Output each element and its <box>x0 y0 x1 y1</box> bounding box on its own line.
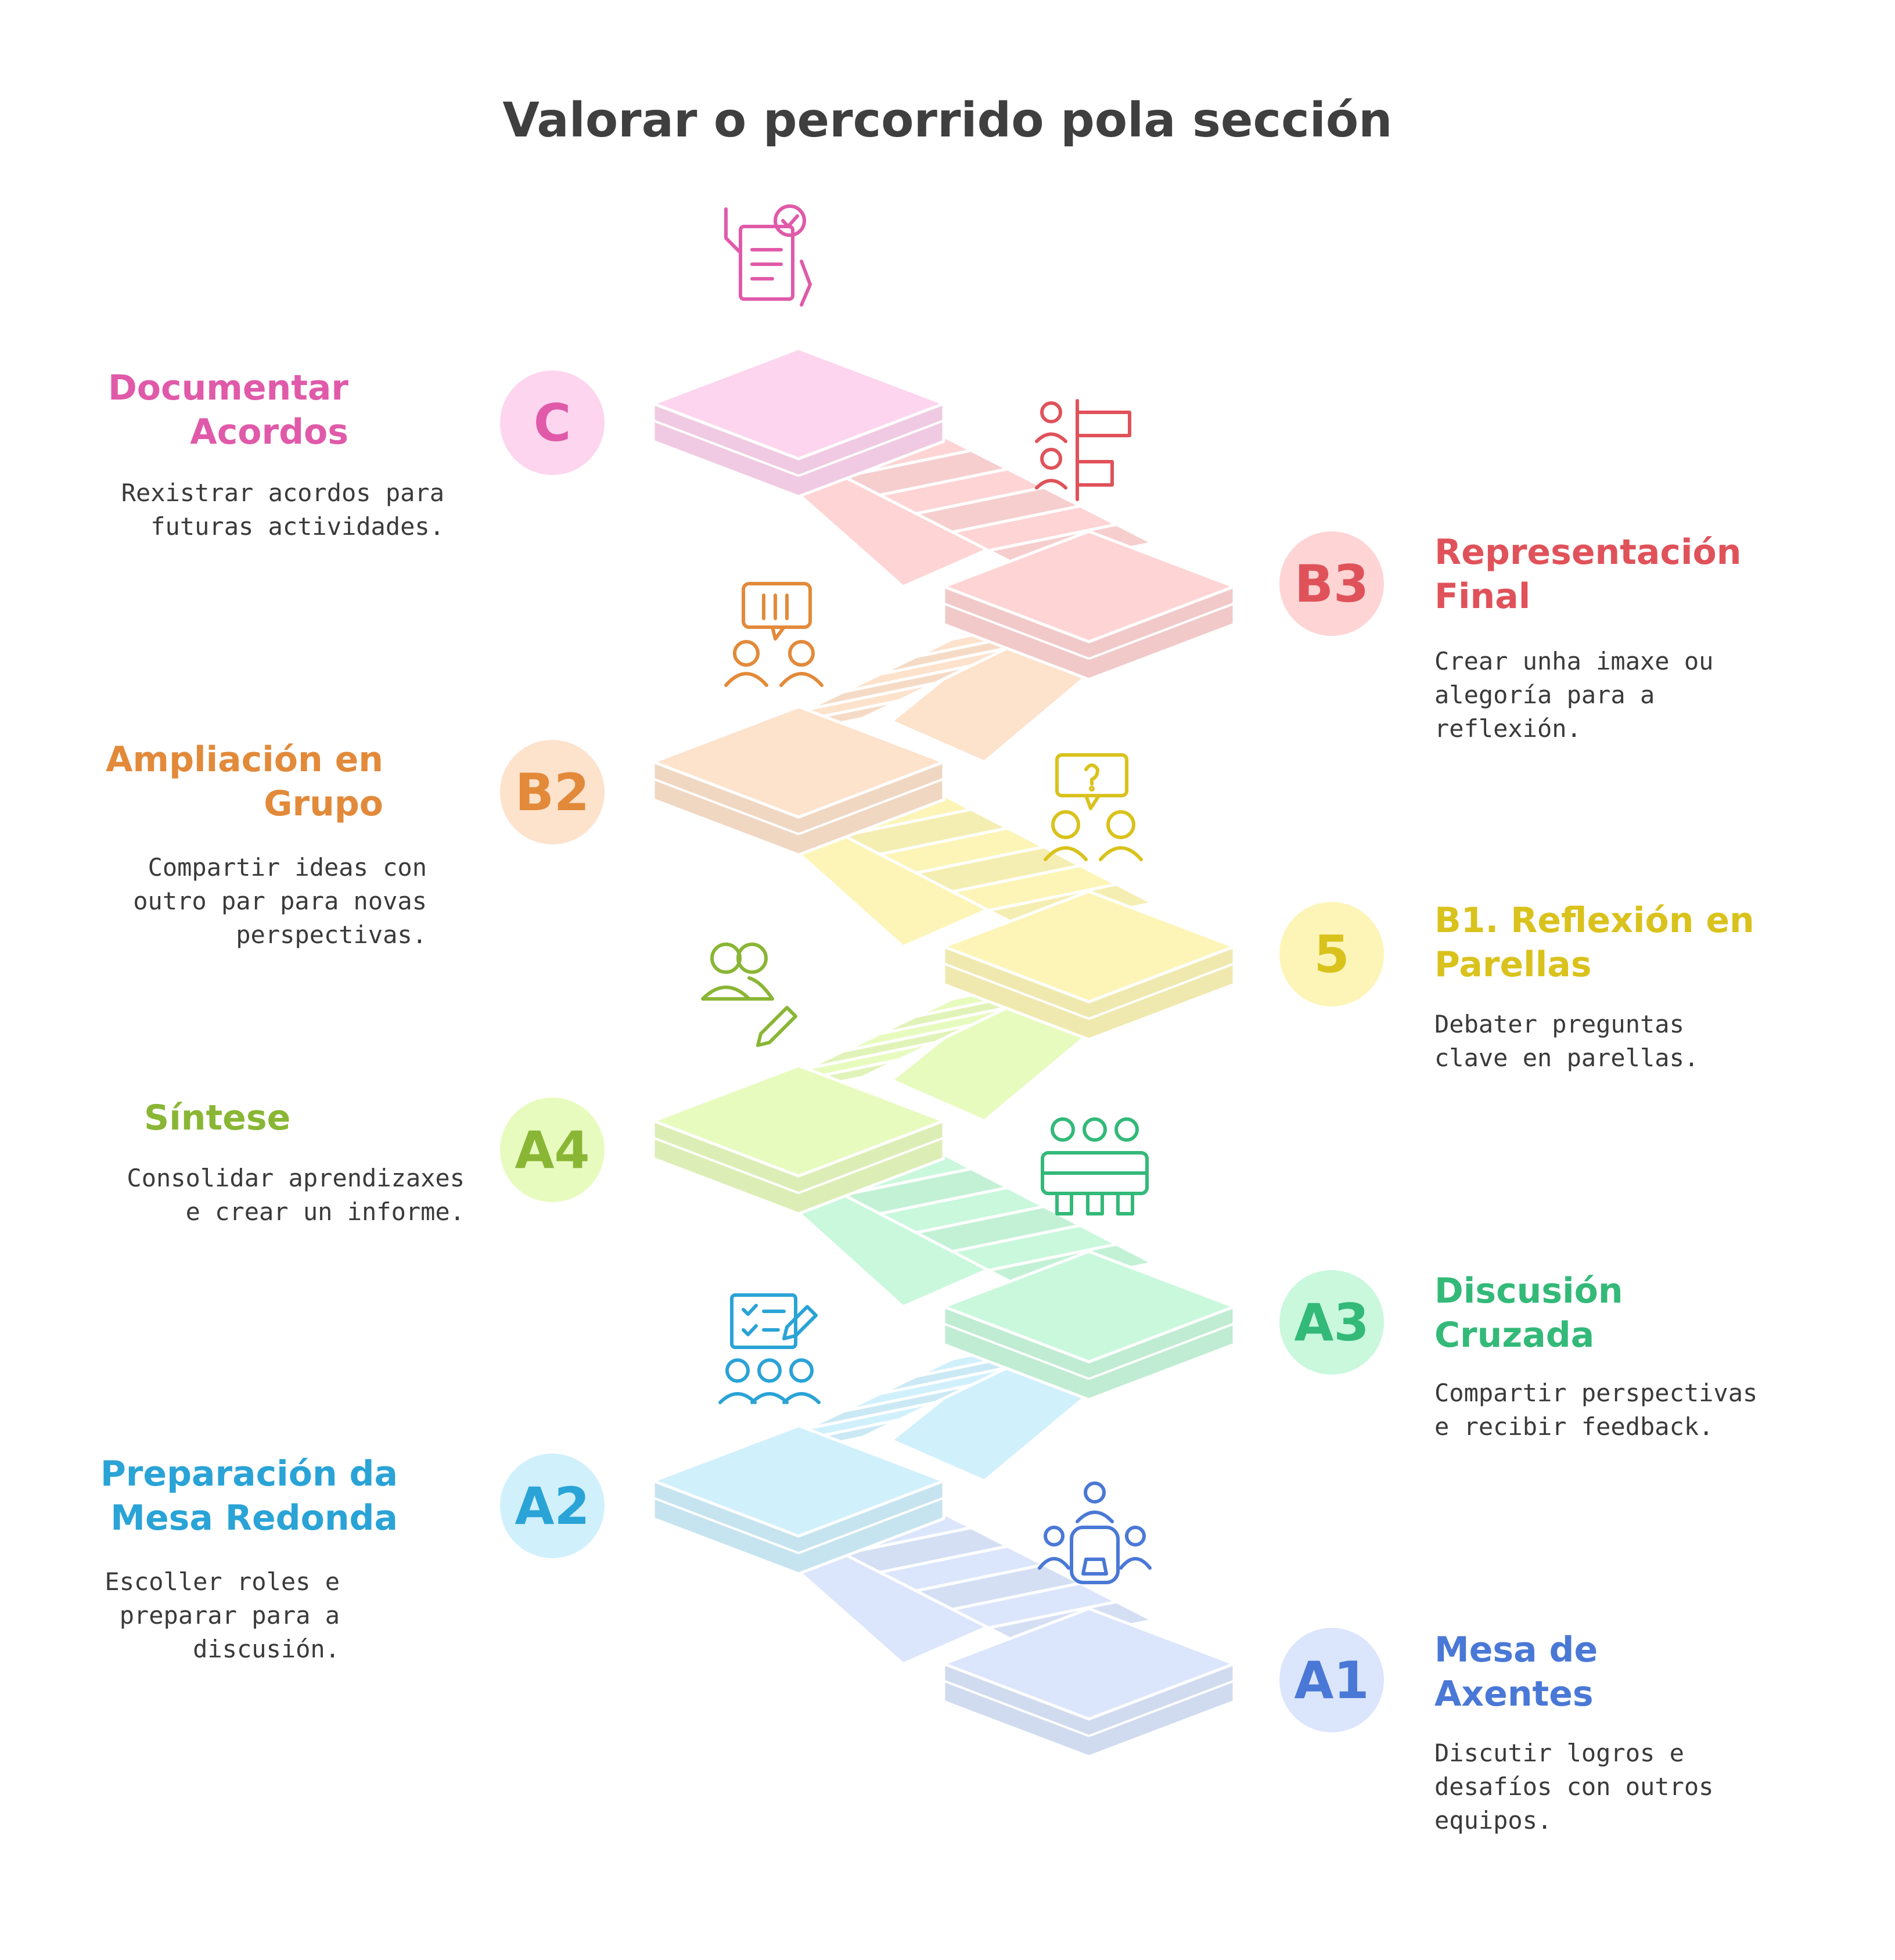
step-badge-b3: B3 <box>1279 531 1384 636</box>
step-badge-a1: A1 <box>1279 1628 1384 1732</box>
landing-top <box>652 705 945 819</box>
landing-7 <box>942 1607 1236 1758</box>
landing-edge <box>653 419 799 477</box>
landing-edge <box>943 602 1089 660</box>
landing-edge <box>798 1137 944 1195</box>
step-label-representacion-final: Representación Final <box>1434 532 1742 617</box>
step-label-mesa-de-axentes: Mesa de Axentes <box>1434 1630 1598 1714</box>
landing-top <box>652 1064 945 1178</box>
landing-5 <box>942 1250 1236 1401</box>
page-title: Valorar o percorrido pola sección <box>502 93 1393 148</box>
step-label-reflexion-en-parellas: B1. Reflexión en Parellas <box>1434 900 1754 985</box>
round-table-icon <box>1038 1481 1152 1584</box>
landing-edge <box>943 962 1089 1020</box>
landing-top <box>942 890 1236 1004</box>
landing-edge <box>653 1497 799 1555</box>
step-desc-ampliacion-en-grupo: Compartir ideas con outro par para novas… <box>133 853 427 949</box>
landing-top <box>652 1424 945 1538</box>
people-chart-icon <box>1035 399 1131 501</box>
landing-edge <box>798 1497 944 1555</box>
landing-top <box>652 347 945 461</box>
document-check-icon <box>724 204 812 307</box>
landing-edge <box>1088 602 1235 660</box>
step-label-preparacion-da-mesa-redonda: Preparación da Mesa Redonda <box>100 1454 398 1538</box>
landing-edge <box>798 419 944 477</box>
step-desc-sintese: Consolidar aprendizaxes e crear un infor… <box>127 1164 465 1226</box>
step-label-discusion-cruzada: Discusión Cruzada <box>1434 1271 1623 1355</box>
landing-edge <box>798 778 944 836</box>
step-label-ampliacion-en-grupo: Ampliación en Grupo <box>106 739 383 824</box>
landing-6 <box>652 1424 945 1576</box>
landing-edge <box>1088 1322 1235 1380</box>
checklist-team-icon <box>718 1293 821 1404</box>
step-desc-discusion-cruzada: Compartir perspectivas e recibir feedbac… <box>1434 1379 1758 1441</box>
step-desc-reflexion-en-parellas: Debater preguntas clave en parellas. <box>1434 1010 1699 1072</box>
landing-2 <box>652 705 945 857</box>
landing-edge <box>943 1322 1089 1380</box>
step-badge-5: 5 <box>1279 902 1384 1006</box>
step-desc-preparacion-da-mesa-redonda: Escoller roles e preparar para a discusi… <box>105 1567 340 1663</box>
step-label-sintese: Síntese <box>144 1098 291 1138</box>
landing-4 <box>652 1064 945 1215</box>
pair-book-icon <box>724 582 824 687</box>
landing-0 <box>652 347 945 498</box>
landing-top <box>942 1250 1236 1364</box>
step-desc-mesa-de-axentes: Discutir logros e desafíos con outros eq… <box>1434 1739 1714 1835</box>
landing-top <box>942 1607 1236 1721</box>
step-desc-documentar-acordos: Rexistrar acordos para futuras actividad… <box>121 479 444 541</box>
step-badge-a3: A3 <box>1279 1270 1384 1375</box>
step-badge-b2: B2 <box>500 740 605 844</box>
pair-question-icon <box>1044 753 1143 861</box>
landing-edge <box>1088 1680 1235 1738</box>
step-badge-c: C <box>500 371 605 475</box>
landing-3 <box>942 890 1236 1041</box>
step-label-documentar-acordos: Documentar Acordos <box>108 368 348 452</box>
landing-top <box>942 530 1236 643</box>
landing-edge <box>943 1680 1089 1738</box>
landing-1 <box>942 530 1236 681</box>
step-badge-a4: A4 <box>500 1098 605 1202</box>
landing-edge <box>653 1137 799 1195</box>
landing-edge <box>653 778 799 836</box>
step-desc-representacion-final: Crear unha imaxe ou alegoría para a refl… <box>1434 647 1714 743</box>
step-badge-a2: A2 <box>500 1454 605 1558</box>
people-pencil-icon <box>701 943 797 1047</box>
landing-edge <box>1088 962 1235 1020</box>
group-table-icon <box>1041 1117 1149 1215</box>
